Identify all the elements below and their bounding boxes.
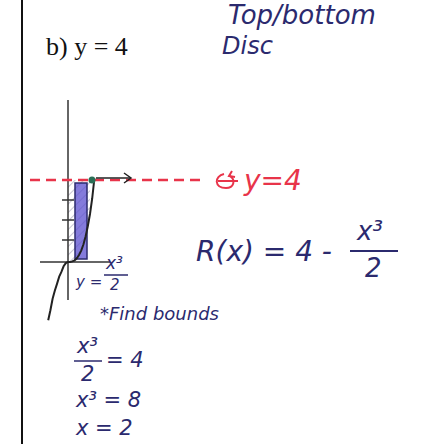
tick [62,219,74,221]
fraction-bar [74,360,102,362]
shaded-region [68,180,90,262]
fraction-denominator: 2 [110,278,120,293]
curve-label: y = [76,275,102,290]
equation: x³ = 8 [76,390,141,411]
margin-line [21,0,23,444]
disc-rectangle [75,183,87,259]
radius-formula: R(x) = 4 - [196,238,332,266]
axis-label: y=4 [244,167,302,195]
handwritten-note: *Find bounds [100,305,219,323]
tick [62,239,74,241]
fraction-denominator: 2 [81,364,94,385]
fraction-numerator: x³ [77,336,98,357]
problem-label: b) y = 4 [46,34,128,60]
tick [62,199,74,201]
fraction-denominator: 2 [365,255,382,281]
intersection-dot [89,177,96,184]
cubic-curve [48,182,94,320]
arrowhead [124,173,131,183]
fraction-bar [350,250,398,252]
equation: = 4 [106,350,144,371]
equation: x = 2 [76,418,133,439]
handwritten-note: Disc [222,34,273,58]
arrow-line [96,177,130,179]
handwritten-note: Top/bottom [228,2,376,28]
fraction-bar [104,274,128,276]
rotation-symbol [218,180,238,182]
axis-of-rotation [30,179,205,182]
x-axis [40,261,110,263]
fraction-numerator: x³ [106,255,123,272]
rotation-symbol [229,171,235,177]
fraction-numerator: x³ [357,218,383,244]
